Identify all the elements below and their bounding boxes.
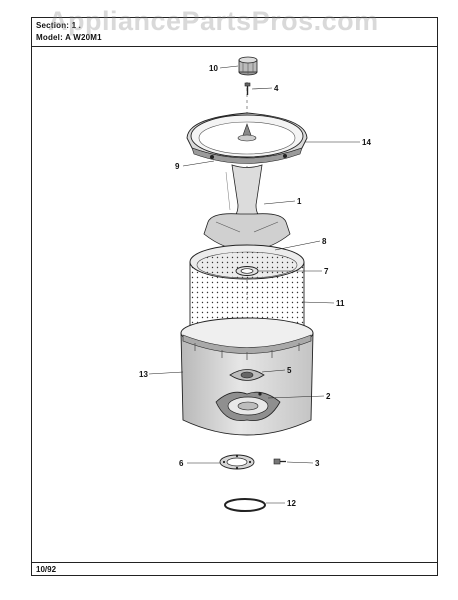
part-2-tub-bottom — [215, 391, 281, 421]
header-divider — [32, 46, 437, 47]
part-7-seal — [235, 266, 259, 276]
callout-7: 7 — [324, 267, 329, 276]
part-10-agitator-cap — [238, 56, 258, 76]
callout-5: 5 — [287, 366, 292, 375]
part-4-bolt — [244, 82, 251, 95]
part-3-screw — [273, 458, 286, 465]
leader-lines — [148, 65, 360, 504]
part-12-o-ring — [224, 498, 266, 512]
callout-8: 8 — [322, 237, 327, 246]
part-6-gasket — [219, 454, 255, 470]
model-label: Model: A W20M1 — [36, 33, 102, 42]
agitator-top-cone — [237, 123, 257, 142]
parts-sheet-frame: Section: 1 . Model: A W20M1 10/92 — [31, 17, 438, 576]
callout-1: 1 — [297, 197, 302, 206]
part-13-outer-tub — [180, 317, 314, 436]
part-1-agitator — [203, 164, 291, 252]
section-label: Section: 1 . — [36, 21, 82, 30]
callout-10: 10 — [209, 64, 218, 73]
watermark-text: AppliancePartsPros.com — [48, 6, 379, 36]
callout-9: 9 — [175, 162, 180, 171]
callout-14: 14 — [362, 138, 371, 147]
footer-divider — [32, 562, 437, 563]
revision-date: 10/92 — [36, 565, 57, 574]
callout-13: 13 — [139, 370, 148, 379]
callout-6: 6 — [179, 459, 184, 468]
callout-2: 2 — [326, 392, 331, 401]
callout-3: 3 — [315, 459, 320, 468]
callout-11: 11 — [336, 299, 345, 308]
callout-4: 4 — [274, 84, 279, 93]
part-5-bearing-plate — [229, 369, 265, 381]
part-11-spin-basket — [189, 244, 305, 339]
callout-12: 12 — [287, 499, 296, 508]
